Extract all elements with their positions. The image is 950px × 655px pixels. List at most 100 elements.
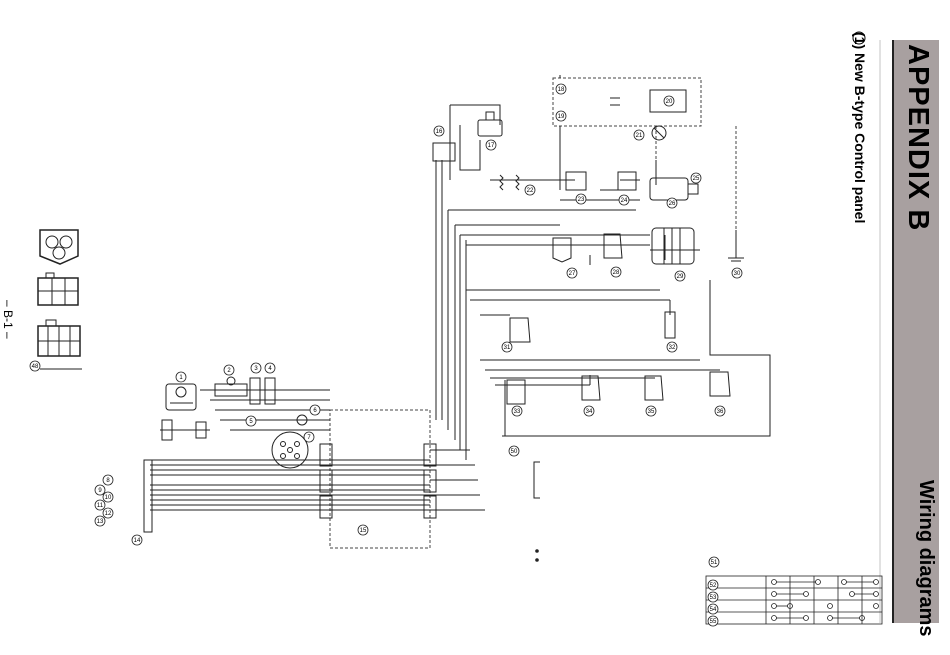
component-label-1: 1 (176, 372, 186, 382)
component-label-36: 36 (715, 406, 725, 416)
component-number: 30 (734, 271, 741, 277)
component-number: 13 (97, 519, 104, 525)
component-number: 15 (360, 528, 367, 534)
component-label-34: 34 (584, 406, 594, 416)
component-number: 52 (710, 583, 717, 589)
component-label-2: 2 (224, 365, 234, 375)
component-number: 28 (613, 270, 620, 276)
component-number: 32 (669, 345, 676, 351)
component-number: 24 (621, 198, 628, 204)
component-35-symbol (645, 376, 663, 400)
component-number: 23 (578, 197, 585, 203)
component-number: 10 (105, 495, 112, 501)
component-number: 35 (648, 409, 655, 415)
component-label-6: 6 (310, 405, 320, 415)
component-label-15: 15 (358, 525, 368, 535)
component-label-7: 7 (304, 432, 314, 442)
component-29-symbol (652, 228, 694, 264)
component-number: 31 (504, 345, 511, 351)
component-label-5: 5 (246, 416, 256, 426)
component-label-3: 3 (251, 363, 261, 373)
component-label-27: 27 (567, 268, 577, 278)
component-label-35: 35 (646, 406, 656, 416)
component-label-50: 50 (509, 446, 519, 456)
component-number: 27 (569, 271, 576, 277)
component-label-26: 26 (667, 198, 677, 208)
component-label-17: 17 (486, 140, 496, 150)
dashed-frame-15 (330, 410, 430, 548)
component-number: 48 (32, 364, 39, 370)
component-22-symbol (500, 175, 503, 190)
component-36-symbol (710, 372, 730, 396)
component-label-16: 16 (434, 126, 444, 136)
component-number: 16 (436, 129, 443, 135)
component-label-14: 14 (132, 535, 142, 545)
legend-bracket (534, 462, 540, 498)
component-number: 26 (669, 201, 676, 207)
component-16-symbol (433, 143, 455, 161)
component-label-24: 24 (619, 195, 629, 205)
component-label-54: 54 (708, 604, 718, 614)
component-number: 22 (527, 188, 534, 194)
component-label-20: 20 (664, 96, 674, 106)
component-label-33: 33 (512, 406, 522, 416)
component-number: 51 (711, 560, 718, 566)
component-label-18: 18 (556, 84, 566, 94)
component-label-28: 28 (611, 267, 621, 277)
component-label-22: 22 (525, 185, 535, 195)
component-number: 55 (710, 619, 717, 625)
component-31-symbol (510, 318, 530, 342)
component-label-29: 29 (675, 271, 685, 281)
wire-harness (436, 75, 770, 460)
component-label-19: 19 (556, 111, 566, 121)
legend-dot (535, 549, 539, 553)
component-number: 11 (97, 503, 104, 509)
component-number: 18 (558, 87, 565, 93)
component-label-23: 23 (576, 194, 586, 204)
component-label-12: 12 (103, 508, 113, 518)
component-number: 29 (677, 274, 684, 280)
component-label-31: 31 (502, 342, 512, 352)
component-34-symbol (582, 376, 600, 400)
component-number: 33 (514, 409, 521, 415)
component-number: 50 (511, 449, 518, 455)
component-label-32: 32 (667, 342, 677, 352)
component-number: 53 (710, 595, 717, 601)
component-label-8: 8 (103, 475, 113, 485)
component-21-symbol (652, 126, 666, 140)
component-label-13: 13 (95, 516, 105, 526)
component-label-21: 21 (634, 130, 644, 140)
component-number: 36 (717, 409, 724, 415)
switch-table (706, 576, 882, 624)
component-number: 21 (636, 133, 643, 139)
connector-6pin-icon (38, 273, 78, 305)
component-24-symbol (618, 172, 636, 190)
component-label-53: 53 (708, 592, 718, 602)
component-label-25: 25 (691, 173, 701, 183)
component-number: 20 (666, 99, 673, 105)
connector-8pin-icon (38, 320, 80, 356)
component-7-symbol (272, 432, 308, 468)
connector-3pin-icon (40, 230, 78, 264)
component-number: 34 (586, 409, 593, 415)
dashed-box-top (553, 78, 701, 126)
component-label-51: 51 (709, 557, 719, 567)
harness-connectors (144, 420, 436, 532)
component-17-symbol (478, 112, 502, 136)
component-label-55: 55 (708, 616, 718, 626)
component-label-4: 4 (265, 363, 275, 373)
component-number: 12 (105, 511, 112, 517)
component-label-48: 48 (30, 361, 40, 371)
component-number: 25 (693, 176, 700, 182)
subsection-marker (853, 32, 865, 44)
ground-symbol-30 (728, 230, 744, 261)
component-26-symbol (650, 178, 698, 200)
component-label-11: 11 (95, 500, 105, 510)
component-number: 19 (558, 114, 565, 120)
component-27-symbol (553, 238, 571, 262)
component-label-10: 10 (103, 492, 113, 502)
component-label-52: 52 (708, 580, 718, 590)
component-label-30: 30 (732, 268, 742, 278)
